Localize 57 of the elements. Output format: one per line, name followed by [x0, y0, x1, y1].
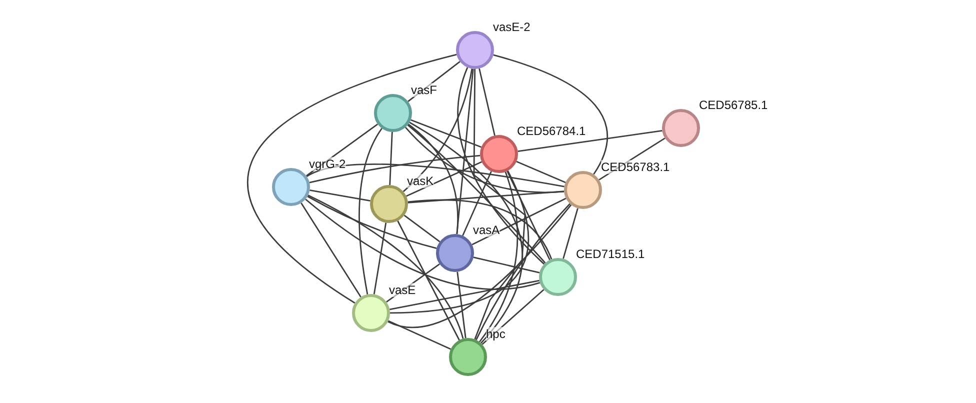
interaction-edge: [300, 202, 362, 298]
interaction-edge: [506, 170, 550, 260]
protein-label: vasE: [389, 283, 416, 297]
interaction-edge: [358, 128, 382, 294]
protein-label: vasE-2: [493, 20, 530, 34]
interaction-edge: [386, 263, 440, 303]
interaction-edge: [390, 280, 540, 310]
interaction-edge: [373, 222, 387, 294]
protein-label: vgrG-2: [309, 157, 346, 171]
protein-label: CED71515.1: [576, 247, 645, 261]
interaction-edge: [456, 68, 474, 234]
interaction-edge: [306, 124, 378, 176]
interaction-edge: [308, 194, 464, 339]
interaction-edge: [472, 198, 566, 246]
interaction-edge: [404, 214, 440, 242]
interaction-edge: [306, 164, 564, 188]
interaction-edge: [247, 54, 457, 304]
interaction-edge: [562, 208, 578, 259]
interaction-edge: [397, 220, 460, 340]
interaction-edge: [456, 272, 466, 338]
interaction-edge: [410, 119, 482, 148]
interaction-edge: [473, 69, 526, 340]
interaction-edge: [388, 320, 451, 350]
interaction-edge: [408, 124, 458, 234]
interaction-edge: [388, 204, 572, 328]
protein-label: vasK: [407, 174, 434, 188]
interaction-edge: [409, 122, 523, 344]
interaction-edge: [473, 256, 540, 274]
interaction-edge: [478, 68, 496, 136]
protein-label: hpc: [486, 327, 506, 341]
protein-label: CED56784.1: [517, 124, 586, 138]
interaction-edge: [310, 190, 370, 202]
interaction-edge: [482, 289, 544, 345]
protein-label: vasF: [411, 83, 438, 97]
interaction-edge: [404, 126, 564, 194]
interaction-edge: [408, 190, 564, 204]
interaction-edge: [518, 130, 662, 152]
protein-label: CED56783.1: [601, 160, 670, 174]
interaction-edge: [305, 198, 540, 290]
protein-label: vasA: [473, 223, 500, 237]
interaction-edge: [407, 124, 546, 264]
interaction-edge: [457, 67, 545, 265]
protein-label: CED56785.1: [699, 98, 768, 112]
interaction-edge: [478, 172, 518, 342]
interaction-edge: [402, 68, 473, 192]
interaction-edge: [462, 171, 492, 236]
interaction-edge: [516, 160, 566, 184]
interaction-edge: [598, 138, 666, 180]
interaction-edge: [406, 161, 482, 197]
interaction-edge: [493, 54, 608, 175]
interaction-edge: [309, 154, 480, 184]
interaction-edge: [476, 203, 570, 340]
interaction-edge: [408, 61, 460, 102]
interaction-edge: [390, 170, 529, 314]
interaction-edge: [389, 132, 393, 186]
interaction-edge: [408, 199, 552, 260]
interaction-edge: [307, 196, 437, 250]
